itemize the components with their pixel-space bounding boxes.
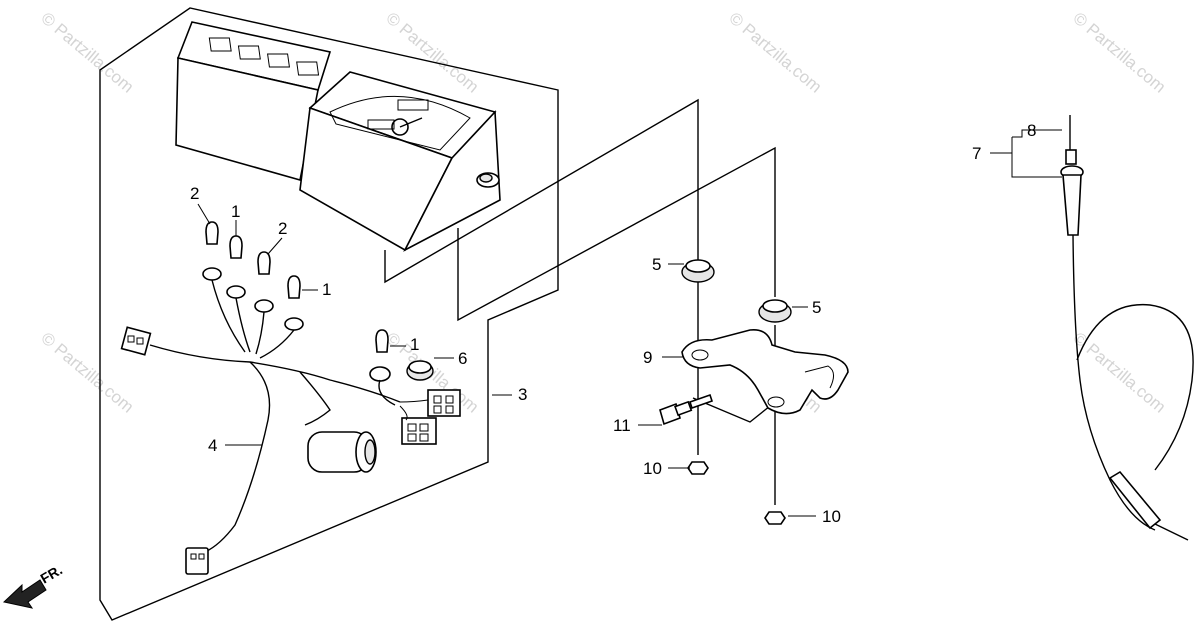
watermark: © Partzilla.com — [1069, 9, 1169, 97]
callout-5: 5 — [652, 255, 661, 274]
callout-3: 3 — [518, 385, 527, 404]
meter-housing — [175, 21, 501, 252]
callout-2: 2 — [278, 219, 287, 238]
nut — [764, 511, 786, 525]
callout-2: 2 — [190, 184, 199, 203]
callout-7: 7 — [972, 144, 981, 163]
bulb-set — [205, 221, 389, 353]
watermark: © Partzilla.com — [382, 9, 482, 97]
callout-5: 5 — [812, 298, 821, 317]
callout-9: 9 — [643, 348, 652, 367]
callout-leaders — [197, 129, 1062, 517]
watermark: © Partzilla.com — [37, 9, 137, 97]
direction-arrow-icon — [2, 579, 47, 609]
wire-harness — [120, 267, 461, 575]
bulb-1c — [375, 329, 389, 353]
flange-bolt — [659, 402, 681, 426]
callout-4: 4 — [208, 436, 217, 455]
watermark: © Partzilla.com — [725, 9, 825, 97]
bulb-2a — [205, 221, 219, 245]
speedometer-cable — [1060, 115, 1194, 541]
grommet — [406, 360, 434, 381]
callout-1: 1 — [231, 202, 240, 221]
bulb-2b — [257, 251, 271, 275]
callout-1: 1 — [322, 280, 331, 299]
bulb-1a — [229, 235, 243, 259]
watermark: © Partzilla.com — [37, 329, 137, 417]
callout-6: 6 — [458, 349, 467, 368]
meter-stay-assembly — [659, 259, 849, 525]
callout-10: 10 — [643, 459, 662, 478]
assembly-boundary — [99, 7, 559, 621]
meter-stay — [681, 328, 849, 415]
callout-labels: 1 1 1 2 2 3 4 5 5 6 7 8 9 10 10 11 — [190, 121, 1036, 526]
bulb-1b — [287, 275, 301, 299]
front-direction-indicator: FR. — [2, 561, 65, 609]
callout-11: 11 — [613, 416, 631, 435]
nut — [687, 461, 709, 475]
callout-8: 8 — [1027, 121, 1036, 140]
callout-10: 10 — [822, 507, 841, 526]
callout-1: 1 — [410, 335, 419, 354]
